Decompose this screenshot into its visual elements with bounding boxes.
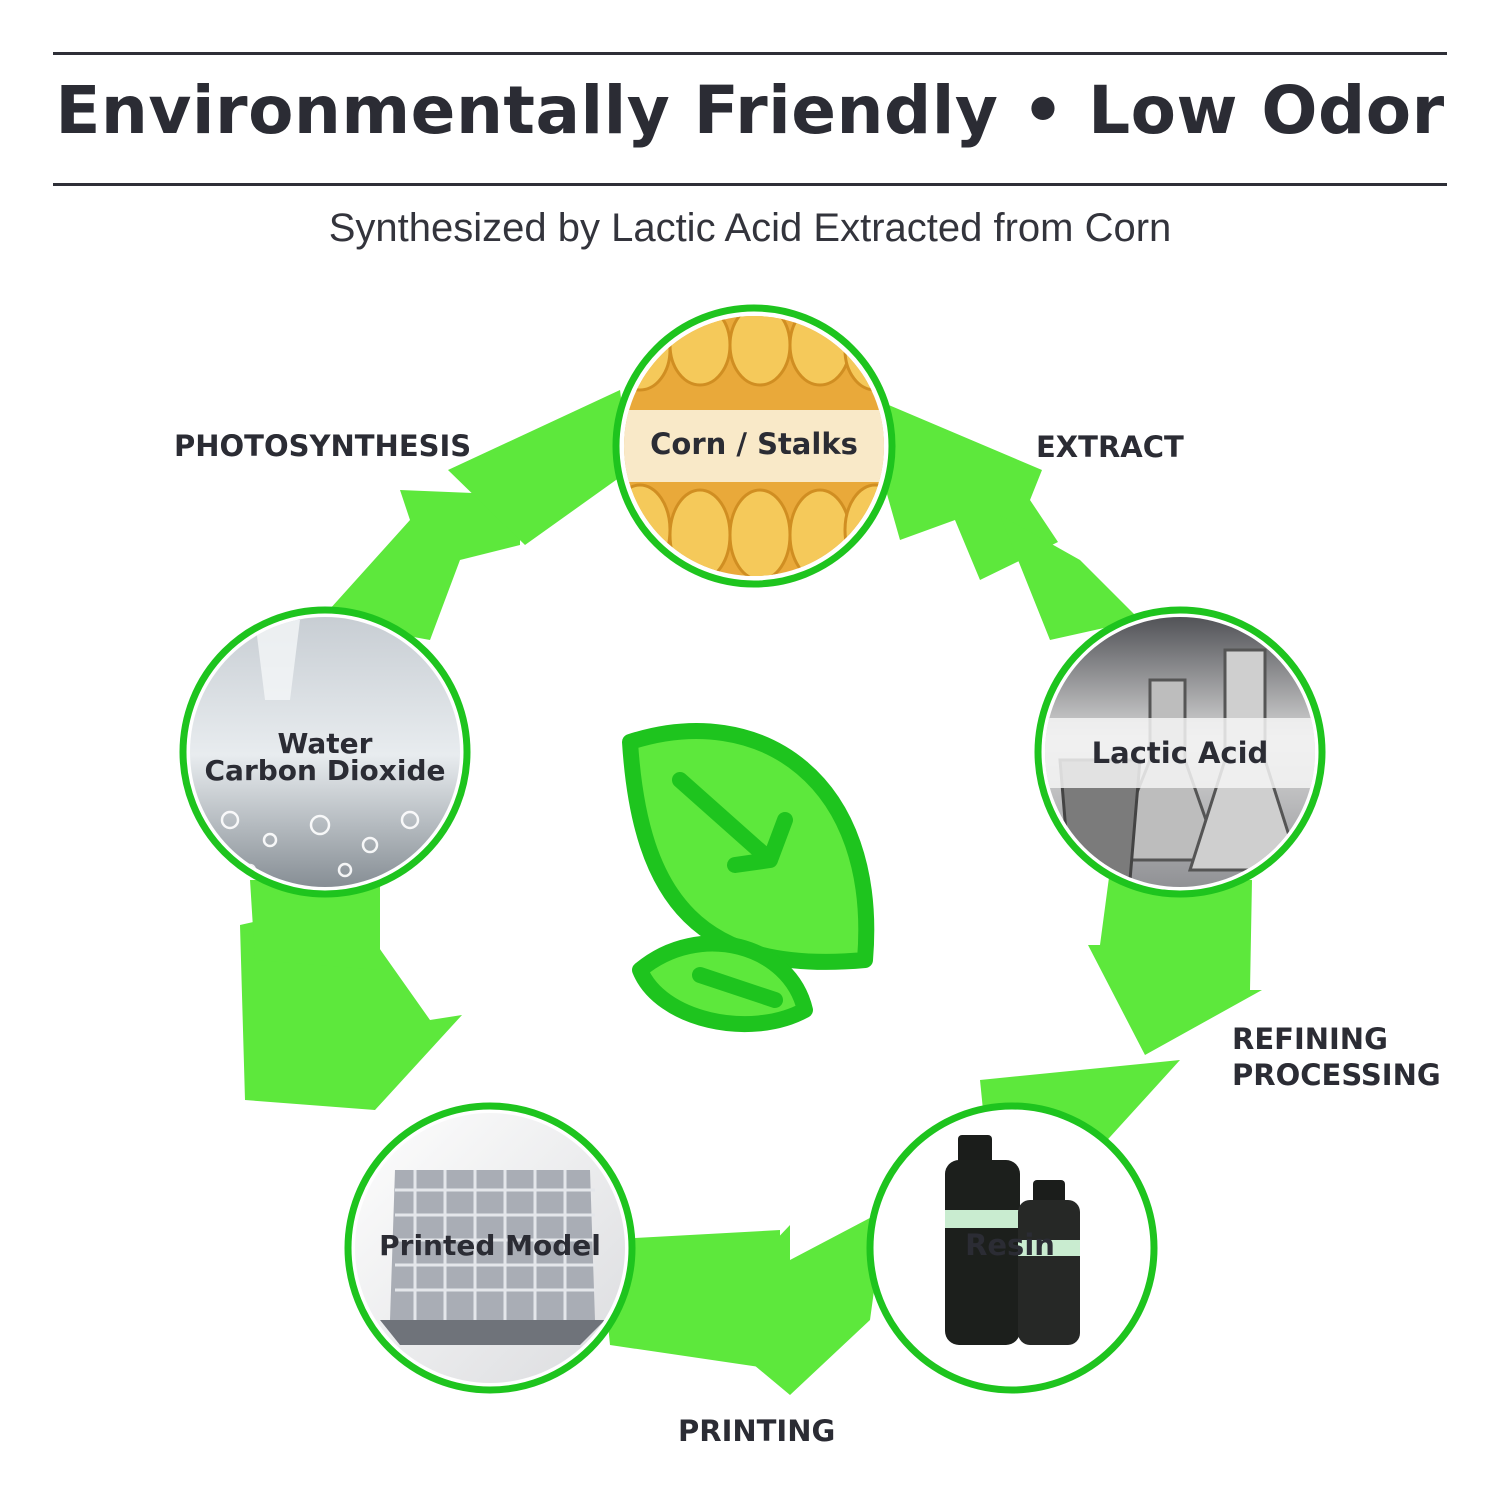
printed-model-label: Printed Model xyxy=(379,1229,601,1262)
arrow-band-left xyxy=(250,880,380,970)
step-printing-label: PRINTING xyxy=(678,1414,836,1448)
corn-label: Corn / Stalks xyxy=(650,427,858,461)
step-extract-label: EXTRACT xyxy=(1036,430,1184,464)
step-photosynthesis-label: PHOTOSYNTHESIS xyxy=(174,429,472,463)
leaf-icon xyxy=(622,723,875,1033)
top-rule xyxy=(53,52,1447,55)
page-subtitle: Synthesized by Lactic Acid Extracted fro… xyxy=(328,206,1172,250)
water-label: Water xyxy=(277,727,373,760)
lactic-acid-label: Lactic Acid xyxy=(1091,736,1269,770)
step-refining-label: REFINING xyxy=(1232,1022,1388,1056)
carbon-dioxide-label: Carbon Dioxide xyxy=(204,754,446,787)
page-title: Environmentally Friendly • Low Odor xyxy=(55,72,1445,149)
arrow-band-bottom-left xyxy=(600,1230,780,1370)
resin-label: Resin xyxy=(965,1228,1055,1262)
node-resin xyxy=(866,1102,1158,1394)
node-water-co2 xyxy=(179,606,471,898)
node-printed-model xyxy=(344,1102,636,1394)
bottom-rule xyxy=(53,183,1447,186)
arrow-photosynthesis-upper xyxy=(320,390,630,640)
step-processing-label: PROCESSING xyxy=(1232,1058,1441,1092)
node-lactic-acid xyxy=(1034,606,1326,898)
node-corn xyxy=(612,304,896,588)
arrow-refining xyxy=(1088,870,1262,1055)
arrow-band-right xyxy=(1000,515,1140,640)
